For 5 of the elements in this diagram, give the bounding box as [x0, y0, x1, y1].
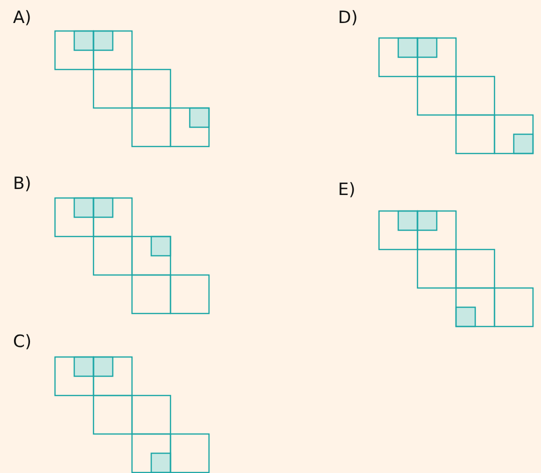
option-label: A)	[13, 8, 32, 28]
option-label: C)	[13, 332, 32, 352]
option-label: E)	[338, 180, 356, 200]
option-label: B)	[13, 174, 32, 194]
option-label: D)	[338, 8, 358, 28]
